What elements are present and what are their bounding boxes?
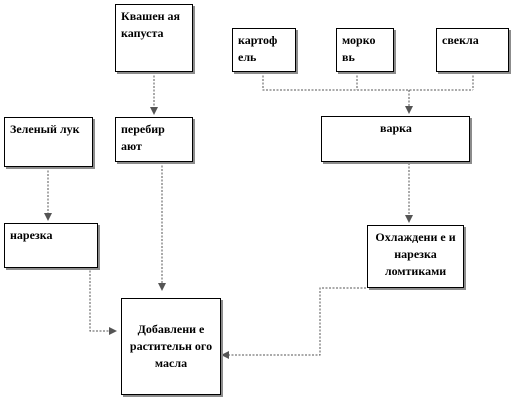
node-cutting: нарезка bbox=[4, 223, 98, 268]
node-cooling-slicing-label: Охлаждени е и нарезка ломтиками bbox=[375, 230, 456, 278]
node-beet: свекла bbox=[436, 28, 509, 72]
arrow-cooling-to-oil bbox=[221, 287, 366, 359]
node-beet-label: свекла bbox=[442, 33, 479, 47]
node-green-onion-label: Зеленый лук bbox=[10, 122, 80, 136]
vegetable-join-line bbox=[262, 72, 474, 91]
node-sauerkraut-label: Квашен ая капуста bbox=[121, 9, 181, 40]
node-potato: картоф ель bbox=[232, 28, 296, 72]
node-sorting-label: перебир ают bbox=[121, 122, 165, 153]
node-carrot-label: морко вь bbox=[342, 33, 376, 64]
node-boiling-label: варка bbox=[380, 121, 412, 135]
node-cutting-label: нарезка bbox=[10, 228, 53, 242]
node-adding-oil-label: Добавлени е растительн ого масла bbox=[129, 322, 213, 370]
node-sauerkraut: Квашен ая капуста bbox=[115, 4, 193, 72]
node-adding-oil: Добавлени е растительн ого масла bbox=[121, 298, 221, 395]
node-cooling-slicing: Охлаждени е и нарезка ломтиками bbox=[367, 225, 464, 288]
arrow-cutting-to-oil bbox=[60, 268, 117, 335]
node-sorting: перебир ают bbox=[115, 117, 193, 162]
node-boiling: варка bbox=[321, 116, 470, 162]
node-green-onion: Зеленый лук bbox=[4, 117, 93, 167]
node-carrot: морко вь bbox=[336, 28, 394, 72]
node-potato-label: картоф ель bbox=[238, 33, 278, 64]
